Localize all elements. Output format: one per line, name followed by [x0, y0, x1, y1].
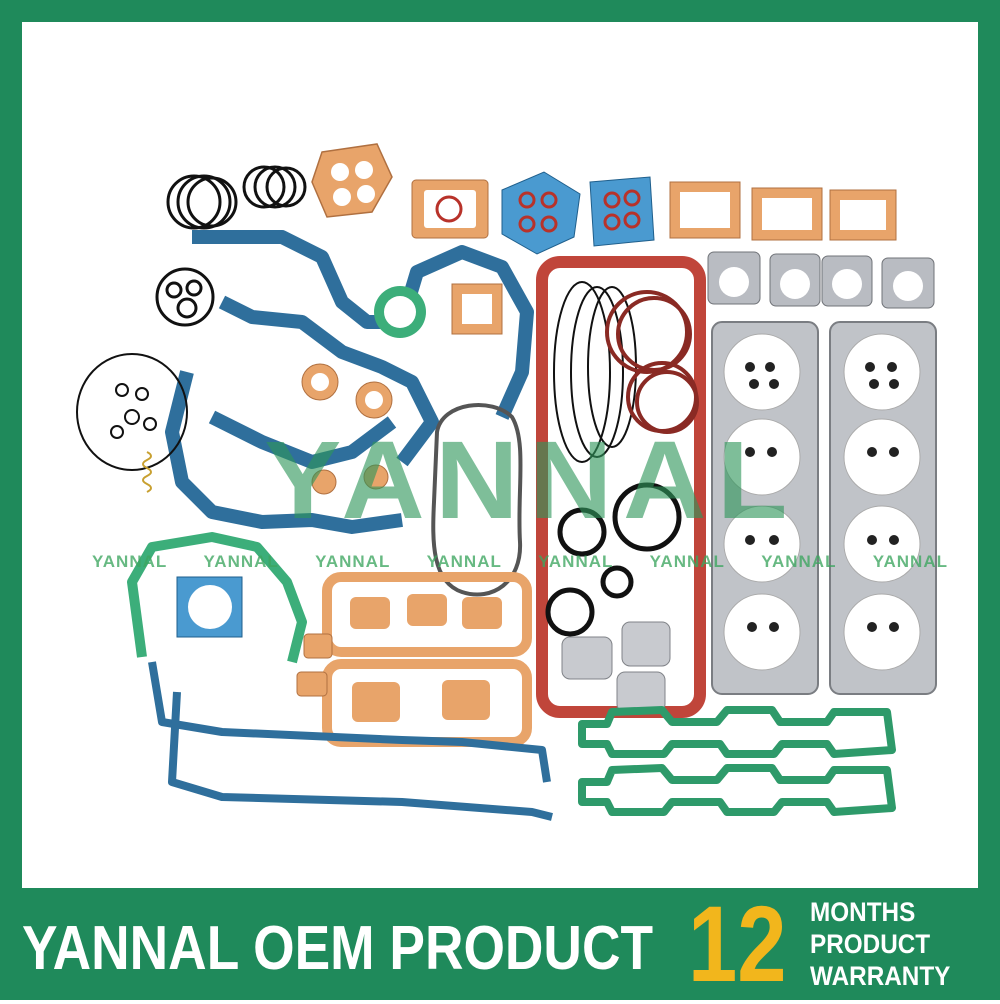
watermark-row: YANNAL YANNAL YANNAL YANNAL YANNAL YANNA… [22, 552, 978, 572]
watermark-text: YANNAL [761, 552, 837, 571]
cylinder-head-gasket-1 [711, 321, 819, 695]
brand-text: YANNAL OEM PRODUCT [22, 914, 654, 983]
cylinder-head-gasket-2 [829, 321, 937, 695]
spring-clip [142, 451, 152, 493]
watermark-text: YANNAL [92, 552, 168, 571]
valve-stem-seals [745, 362, 899, 632]
oval-ring-gasket [76, 353, 188, 471]
blue-hex-gasket-1 [501, 171, 581, 255]
steel-small-gaskets [561, 621, 671, 713]
blue-hex-gasket-2 [589, 176, 655, 247]
watermark-main: YANNAL [264, 419, 798, 542]
o-ring-round-gasket [155, 267, 215, 327]
blue-timing-cover-gasket [165, 230, 534, 534]
green-front-cover-gasket [127, 532, 307, 664]
warranty-text: MONTHS PRODUCT WARRANTY [810, 896, 950, 992]
warranty-line-product: PRODUCT [810, 929, 931, 959]
red-o-rings [605, 290, 699, 434]
copper-square-gasket-1 [411, 179, 489, 239]
watermark-text: YANNAL [315, 552, 391, 571]
o-ring-bundle [553, 281, 637, 463]
black-seals [545, 482, 682, 637]
copper-square-gasket-2 [451, 283, 503, 335]
watermark-text: YANNAL [872, 552, 948, 571]
footer-banner: YANNAL OEM PRODUCT 12 MONTHS PRODUCT WAR… [0, 888, 1000, 1000]
watermark-text: YANNAL [426, 552, 502, 571]
gasket-kit-illustration [76, 143, 937, 821]
o-ring-set-1 [166, 174, 238, 230]
timing-gear-case-gasket [431, 403, 523, 597]
green-intake-gasket-1 [578, 706, 896, 758]
warranty-number: 12 [688, 883, 787, 1004]
warranty-line-months: MONTHS [810, 897, 916, 927]
watermark-text: YANNAL [649, 552, 725, 571]
watermark-text: YANNAL [538, 552, 614, 571]
green-intake-gasket-2 [578, 764, 896, 816]
blue-side-rail-gaskets [148, 661, 553, 821]
watermark-text: YANNAL [203, 552, 279, 571]
copper-flange-small [296, 633, 333, 697]
copper-flange-gasket [311, 143, 393, 218]
copper-manifold-gasket-1 [322, 572, 532, 657]
green-ring-gasket [374, 286, 426, 338]
o-ring-set-2 [242, 165, 307, 209]
product-photo: YANNAL YANNAL YANNAL YANNAL YANNAL YANNA… [22, 22, 978, 888]
warranty-line-warranty: WARRANTY [810, 961, 951, 991]
copper-manifold-gasket-2 [322, 659, 532, 747]
